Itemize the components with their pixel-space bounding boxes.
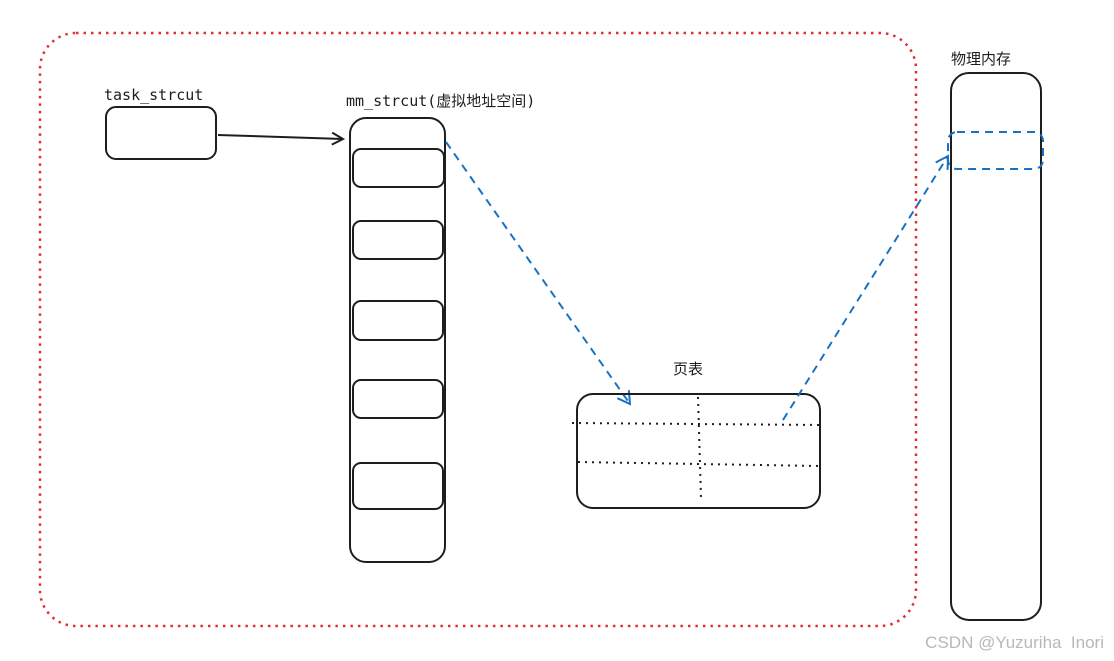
mm-segment-1 [352, 148, 445, 188]
task-struct-box [105, 106, 217, 160]
physical-memory-label: 物理内存 [951, 50, 1011, 68]
virtual-to-pagetable-arrow [445, 141, 632, 406]
mm-segment-4 [352, 379, 444, 419]
page-table-row-divider-2 [577, 461, 821, 467]
task-to-mm-arrow [217, 135, 343, 139]
pagetable-to-physical-arrow [782, 154, 950, 421]
mm-segment-2 [352, 220, 444, 260]
physical-memory-column [950, 72, 1042, 621]
mm-struct-label: mm_strcut(虚拟地址空间) [346, 92, 535, 110]
page-table-box [576, 393, 821, 509]
physical-page-frame [947, 131, 1044, 170]
mm-struct-column [349, 117, 446, 563]
page-table-column-divider [697, 396, 702, 499]
watermark: CSDN @Yuzuriha Inori [925, 633, 1104, 652]
mm-segment-3 [352, 300, 444, 341]
page-table-label: 页表 [673, 360, 703, 378]
mm-segment-5 [352, 462, 444, 510]
task-struct-label: task_strcut [104, 86, 203, 104]
process-boundary [38, 31, 918, 628]
page-table-row-divider-1 [571, 422, 823, 426]
